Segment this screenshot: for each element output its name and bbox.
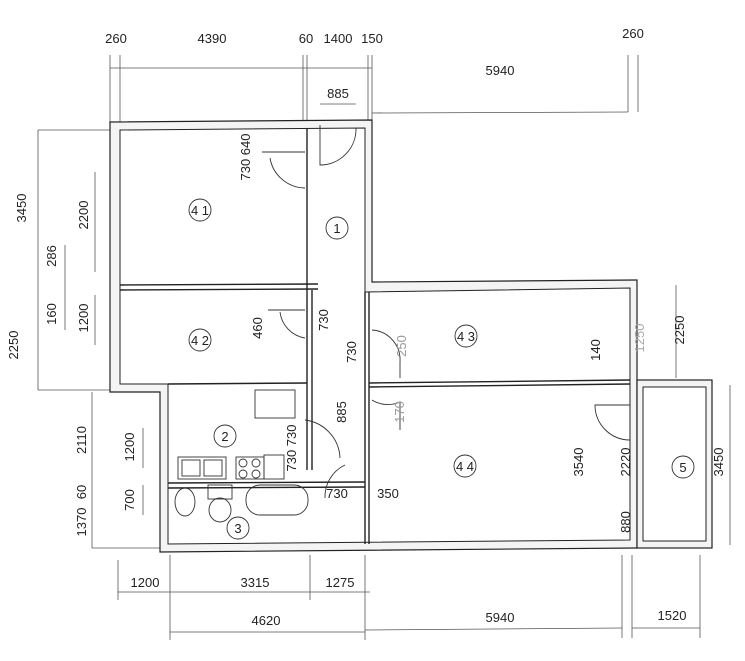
svg-text:350: 350 <box>377 486 399 501</box>
left-dimensions: 3450 2200 286 160 1200 2250 2110 1200 60… <box>6 194 137 537</box>
kitchen-sink <box>177 456 227 480</box>
svg-text:60: 60 <box>299 31 313 46</box>
room-4-3: 4 3 <box>454 324 478 348</box>
svg-text:5940: 5940 <box>486 63 515 78</box>
svg-text:5: 5 <box>679 460 686 475</box>
svg-text:2200: 2200 <box>76 201 91 230</box>
room-3: 3 <box>226 516 250 540</box>
doors <box>262 125 631 499</box>
svg-text:4 4: 4 4 <box>456 459 474 474</box>
interior-dimensions: 730 640 460 730 730 250 885 170 730 730 … <box>238 134 726 533</box>
svg-text:1250: 1250 <box>632 324 647 353</box>
svg-text:885: 885 <box>334 401 349 423</box>
room-4-4: 4 4 <box>453 454 477 478</box>
svg-text:2220: 2220 <box>618 448 633 477</box>
svg-text:4 1: 4 1 <box>191 203 209 218</box>
svg-text:170: 170 <box>392 401 407 423</box>
room-5: 5 <box>671 455 695 479</box>
room-1: 1 <box>325 216 349 240</box>
svg-text:730 640: 730 640 <box>238 134 253 181</box>
svg-text:60: 60 <box>74 485 89 499</box>
svg-text:150: 150 <box>361 31 383 46</box>
room-labels: 4 1 1 4 2 4 3 2 4 4 3 5 <box>188 198 695 540</box>
walls <box>109 119 713 553</box>
svg-text:2110: 2110 <box>74 426 89 454</box>
svg-text:286: 286 <box>44 245 59 267</box>
svg-text:3315: 3315 <box>241 575 270 590</box>
fixtures <box>174 389 309 523</box>
room-2: 2 <box>213 424 237 448</box>
room-4-1: 4 1 <box>188 198 212 222</box>
svg-text:1: 1 <box>333 221 340 236</box>
svg-text:1200: 1200 <box>131 575 160 590</box>
svg-text:260: 260 <box>105 31 127 46</box>
svg-text:2: 2 <box>221 429 228 444</box>
svg-text:260: 260 <box>622 26 644 41</box>
toilet <box>208 497 232 523</box>
svg-text:730 730: 730 730 <box>284 425 299 472</box>
svg-text:5940: 5940 <box>486 610 515 625</box>
svg-text:1200: 1200 <box>76 304 91 333</box>
svg-text:140: 140 <box>588 339 603 361</box>
svg-text:4390: 4390 <box>198 31 227 46</box>
svg-text:3450: 3450 <box>711 448 726 477</box>
cabinet <box>254 389 296 419</box>
svg-text:4 3: 4 3 <box>457 329 475 344</box>
svg-text:1400: 1400 <box>324 31 353 46</box>
svg-text:460: 460 <box>250 317 265 339</box>
bathtub <box>245 484 309 516</box>
svg-text:3450: 3450 <box>14 194 29 223</box>
svg-text:2250: 2250 <box>672 316 687 345</box>
svg-text:730: 730 <box>326 486 348 501</box>
svg-text:1520: 1520 <box>658 608 687 623</box>
svg-text:1200: 1200 <box>122 433 137 462</box>
svg-text:1275: 1275 <box>326 575 355 590</box>
svg-text:880: 880 <box>618 511 633 533</box>
room-4-2: 4 2 <box>188 328 212 352</box>
svg-text:3540: 3540 <box>571 448 586 477</box>
svg-text:4620: 4620 <box>252 613 281 628</box>
svg-text:4 2: 4 2 <box>191 333 209 348</box>
svg-text:1370: 1370 <box>74 508 89 537</box>
top-dimensions: 260 4390 60 1400 150 260 5940 885 <box>105 26 644 101</box>
svg-text:2250: 2250 <box>6 331 21 360</box>
svg-text:3: 3 <box>234 521 241 536</box>
svg-text:885: 885 <box>327 86 349 101</box>
svg-text:700: 700 <box>122 489 137 511</box>
svg-text:250: 250 <box>394 335 409 357</box>
bottom-dimensions: 1200 3315 1275 4620 5940 1520 <box>131 575 687 628</box>
svg-text:730: 730 <box>316 309 331 331</box>
washbasin <box>174 487 196 517</box>
svg-text:160: 160 <box>44 303 59 325</box>
svg-text:730: 730 <box>344 341 359 363</box>
